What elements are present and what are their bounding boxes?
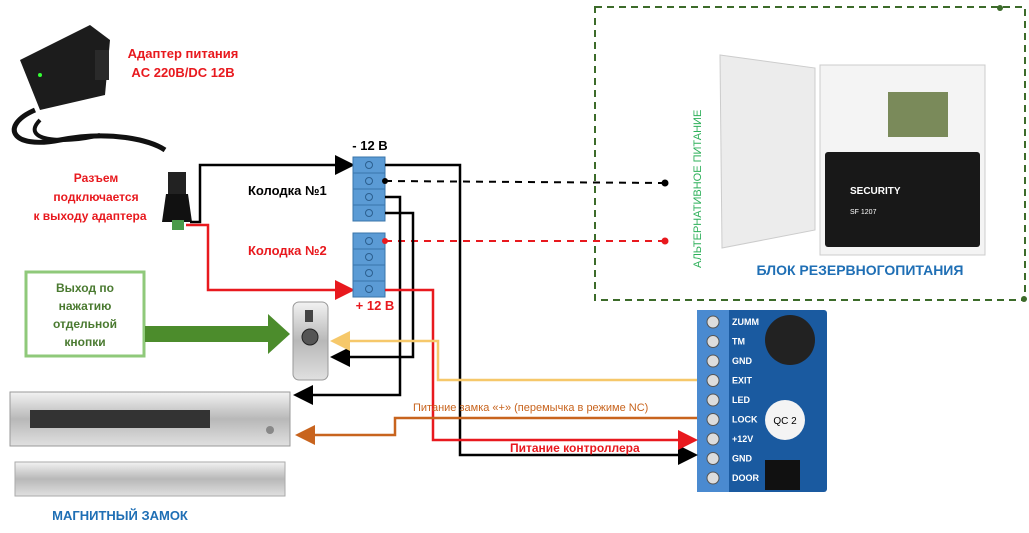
wire-button-common	[330, 211, 415, 367]
controller-pin-label: EXIT	[732, 376, 753, 386]
terminal-block-1	[352, 156, 386, 222]
exit-note-line4: кнопки	[64, 335, 105, 349]
controller-pin-label: LED	[732, 395, 751, 405]
wire-lock-plus	[295, 416, 697, 445]
connector-note-line2: подключается	[53, 190, 138, 204]
exit-note-line1: Выход по	[56, 281, 114, 295]
dc-connector-image	[162, 172, 192, 230]
controller-pin-screw	[706, 413, 720, 426]
exit-note-line3: отдельной	[53, 317, 117, 331]
controller-chip-label: QC 2	[773, 416, 797, 427]
exit-note-box	[24, 270, 146, 358]
controller-pin-label: ZUMM	[732, 317, 759, 327]
controller-pin-screw	[706, 452, 720, 465]
controller-pin-label: GND	[732, 356, 753, 366]
backup-power-unit-image: SECURITY SF 1207	[719, 54, 986, 256]
wire-exit	[330, 331, 697, 382]
lock-power-label: Питание замка «+» (перемычка в режиме NC…	[413, 402, 648, 414]
terminal-block-1-label: Колодка №1	[248, 183, 327, 198]
adapter-title-line1: Адаптер питания	[128, 46, 239, 61]
controller-pin-screw	[706, 471, 720, 485]
wire-controller-plus	[385, 288, 698, 450]
controller-pin-screw	[706, 393, 720, 407]
controller-power-label: Питание контроллера	[510, 441, 640, 455]
minus-12v-label: - 12 В	[352, 138, 387, 153]
terminal-block-2-label: Колодка №2	[248, 243, 327, 258]
exit-note-line2: нажатию	[59, 299, 112, 313]
exit-button-image	[292, 301, 329, 381]
backup-zone-frame	[594, 6, 1026, 301]
controller-pin-label: +12V	[732, 434, 753, 444]
power-adapter-image	[11, 25, 167, 153]
controller-pin-label: GND	[732, 454, 753, 464]
magnetic-lock-image	[9, 391, 291, 497]
controller-pin-screw	[706, 432, 720, 446]
wire-backup-minus	[384, 180, 666, 184]
wire-lock-minus	[293, 195, 402, 405]
controller-pin-label: DOOR	[732, 473, 760, 483]
wire-controller-gnd	[385, 163, 698, 465]
wire-adapter-minus	[190, 155, 355, 224]
battery-brand: SECURITY	[850, 186, 901, 197]
connector-note-line3: к выходу адаптера	[33, 209, 146, 223]
connector-note-line1: Разъем	[74, 171, 119, 185]
plus-12v-label: + 12 В	[356, 298, 395, 313]
controller-pin-screw	[706, 374, 720, 387]
controller-pin-screw	[706, 315, 720, 329]
magnetic-lock-title: МАГНИТНЫЙ ЗАМОК	[52, 508, 188, 523]
battery-model: SF 1207	[850, 209, 877, 216]
wire-adapter-plus	[186, 223, 355, 300]
exit-arrow	[145, 314, 290, 354]
controller-pin-screw	[706, 354, 720, 368]
alternative-power-label: АЛЬТЕРНАТИВНОЕ ПИТАНИЕ	[692, 110, 704, 268]
adapter-title-line2: AC 220В/DC 12В	[131, 65, 234, 80]
controller-pin-label: TM	[732, 337, 745, 347]
controller-pin-screw	[706, 335, 720, 348]
terminal-block-2	[352, 232, 386, 298]
backup-unit-title: БЛОК РЕЗЕРВНОГОПИТАНИЯ	[757, 262, 964, 278]
controller-pin-label: LOCK	[732, 415, 758, 425]
